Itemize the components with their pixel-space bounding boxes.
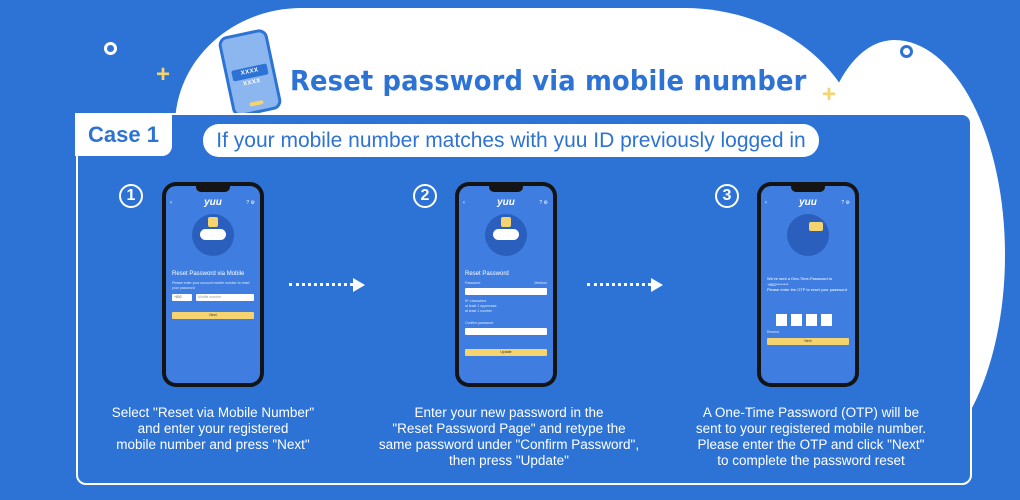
- confirm-password-field: [465, 328, 547, 335]
- lock-icon: [208, 217, 218, 227]
- password-label: Password: [465, 281, 481, 285]
- otp-digit-box: [791, 314, 802, 326]
- back-arrow-icon: ‹: [170, 200, 172, 206]
- help-icon: ? ⚙: [841, 200, 850, 206]
- mobile-number-field: Mobile number: [196, 294, 254, 301]
- password-reset-illustration: [485, 214, 527, 256]
- confirm-password-label: Confirm password: [465, 321, 494, 325]
- strength-label: Medium: [534, 281, 547, 285]
- password-rule: at least 1 uppercase: [465, 304, 497, 308]
- step-3-caption: A One-Time Password (OTP) will be sent t…: [695, 405, 927, 468]
- circle-decoration-icon: [104, 42, 117, 55]
- yuu-logo: yuu: [204, 197, 222, 208]
- step-2-caption: Enter your new password in the "Reset Pa…: [378, 405, 640, 468]
- password-rule: at least 1 number: [465, 309, 493, 313]
- step-number-3: 3: [715, 184, 739, 208]
- phone-screenshot-step-1: ‹ yuu ? ⚙ Reset Password via Mobile Plea…: [162, 182, 264, 387]
- otp-digit-box: [776, 314, 787, 326]
- otp-phone-illustration: [787, 214, 829, 256]
- password-reset-illustration: [192, 214, 234, 256]
- screen-heading: Reset Password: [465, 271, 509, 277]
- arrow-right-icon: [289, 278, 365, 292]
- screen-hint: Please enter your account mobile number …: [172, 281, 250, 290]
- help-icon: ? ⚙: [539, 200, 548, 206]
- case-label: Case 1: [75, 113, 172, 156]
- phone-number-mask: XXXX XXXX: [231, 63, 269, 88]
- help-icon: ? ⚙: [246, 200, 255, 206]
- update-button: Update: [465, 349, 547, 356]
- back-arrow-icon: ‹: [463, 200, 465, 206]
- password-field: [465, 288, 547, 295]
- arrow-right-icon: [587, 278, 663, 292]
- circle-decoration-icon: [900, 45, 913, 58]
- screen-heading: Reset Password via Mobile: [172, 271, 245, 277]
- plus-decoration-icon: +: [822, 81, 837, 108]
- step-1-caption: Select "Reset via Mobile Number" and ent…: [111, 405, 315, 452]
- otp-digit-box: [821, 314, 832, 326]
- step-number-2: 2: [413, 184, 437, 208]
- page-title: Reset password via mobile number: [290, 64, 807, 97]
- resend-link: Resend: [767, 330, 780, 334]
- next-button: Next: [767, 338, 849, 345]
- step-number-1: 1: [119, 184, 143, 208]
- password-rule: 8+ characters: [465, 299, 487, 303]
- otp-digit-box: [806, 314, 817, 326]
- lock-icon: [501, 217, 511, 227]
- phone-screenshot-step-3: ‹ yuu ? ⚙ We've sent a One-Time-Password…: [757, 182, 859, 387]
- case-subtitle: If your mobile number matches with yuu I…: [203, 124, 819, 157]
- phone-screenshot-step-2: ‹ yuu ? ⚙ Reset Password Password Medium…: [455, 182, 557, 387]
- otp-message: We've sent a One-Time-Password to +852**…: [767, 276, 847, 292]
- sms-icon: [809, 222, 823, 231]
- plus-decoration-icon: +: [156, 61, 171, 88]
- back-arrow-icon: ‹: [765, 200, 767, 206]
- country-code-field: +852: [172, 294, 192, 301]
- yuu-logo: yuu: [799, 197, 817, 208]
- yuu-logo: yuu: [497, 197, 515, 208]
- next-button: Next: [172, 312, 254, 319]
